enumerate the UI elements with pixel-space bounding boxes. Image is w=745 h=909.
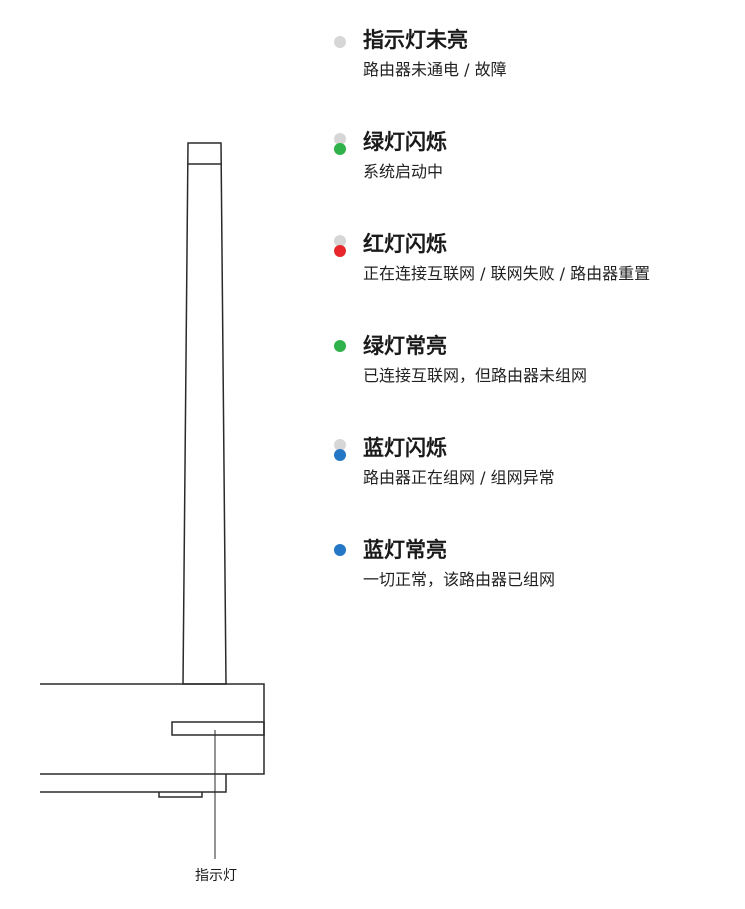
router-foot bbox=[158, 792, 203, 798]
status-dot-off bbox=[334, 439, 346, 451]
state-description: 系统启动中 bbox=[363, 162, 444, 181]
state-title: 红灯闪烁 bbox=[363, 232, 447, 256]
state-title: 指示灯未亮 bbox=[363, 28, 468, 52]
router-body-outline bbox=[40, 683, 265, 775]
status-dot-off bbox=[334, 235, 346, 247]
state-description: 路由器未通电 / 故障 bbox=[363, 60, 507, 79]
indicator-light-slot bbox=[171, 721, 265, 736]
status-dot-blue bbox=[334, 449, 346, 461]
state-title: 绿灯常亮 bbox=[363, 334, 447, 358]
state-description: 正在连接互联网 / 联网失败 / 路由器重置 bbox=[363, 264, 651, 283]
state-description: 已连接互联网，但路由器未组网 bbox=[363, 366, 588, 385]
status-dot-off bbox=[334, 133, 346, 145]
state-title: 蓝灯闪烁 bbox=[363, 436, 447, 460]
state-description: 路由器正在组网 / 组网异常 bbox=[363, 468, 555, 487]
status-dot-red bbox=[334, 245, 346, 257]
status-dot-green bbox=[334, 143, 346, 155]
router-base bbox=[40, 774, 227, 793]
state-description: 一切正常，该路由器已组网 bbox=[363, 570, 556, 589]
status-dot-green bbox=[334, 340, 346, 352]
state-title: 绿灯闪烁 bbox=[363, 130, 447, 154]
status-dot-blue bbox=[334, 544, 346, 556]
state-title: 蓝灯常亮 bbox=[363, 538, 447, 562]
status-dot bbox=[334, 36, 346, 48]
indicator-light-caption: 指示灯 bbox=[195, 868, 237, 884]
antenna bbox=[182, 142, 227, 685]
